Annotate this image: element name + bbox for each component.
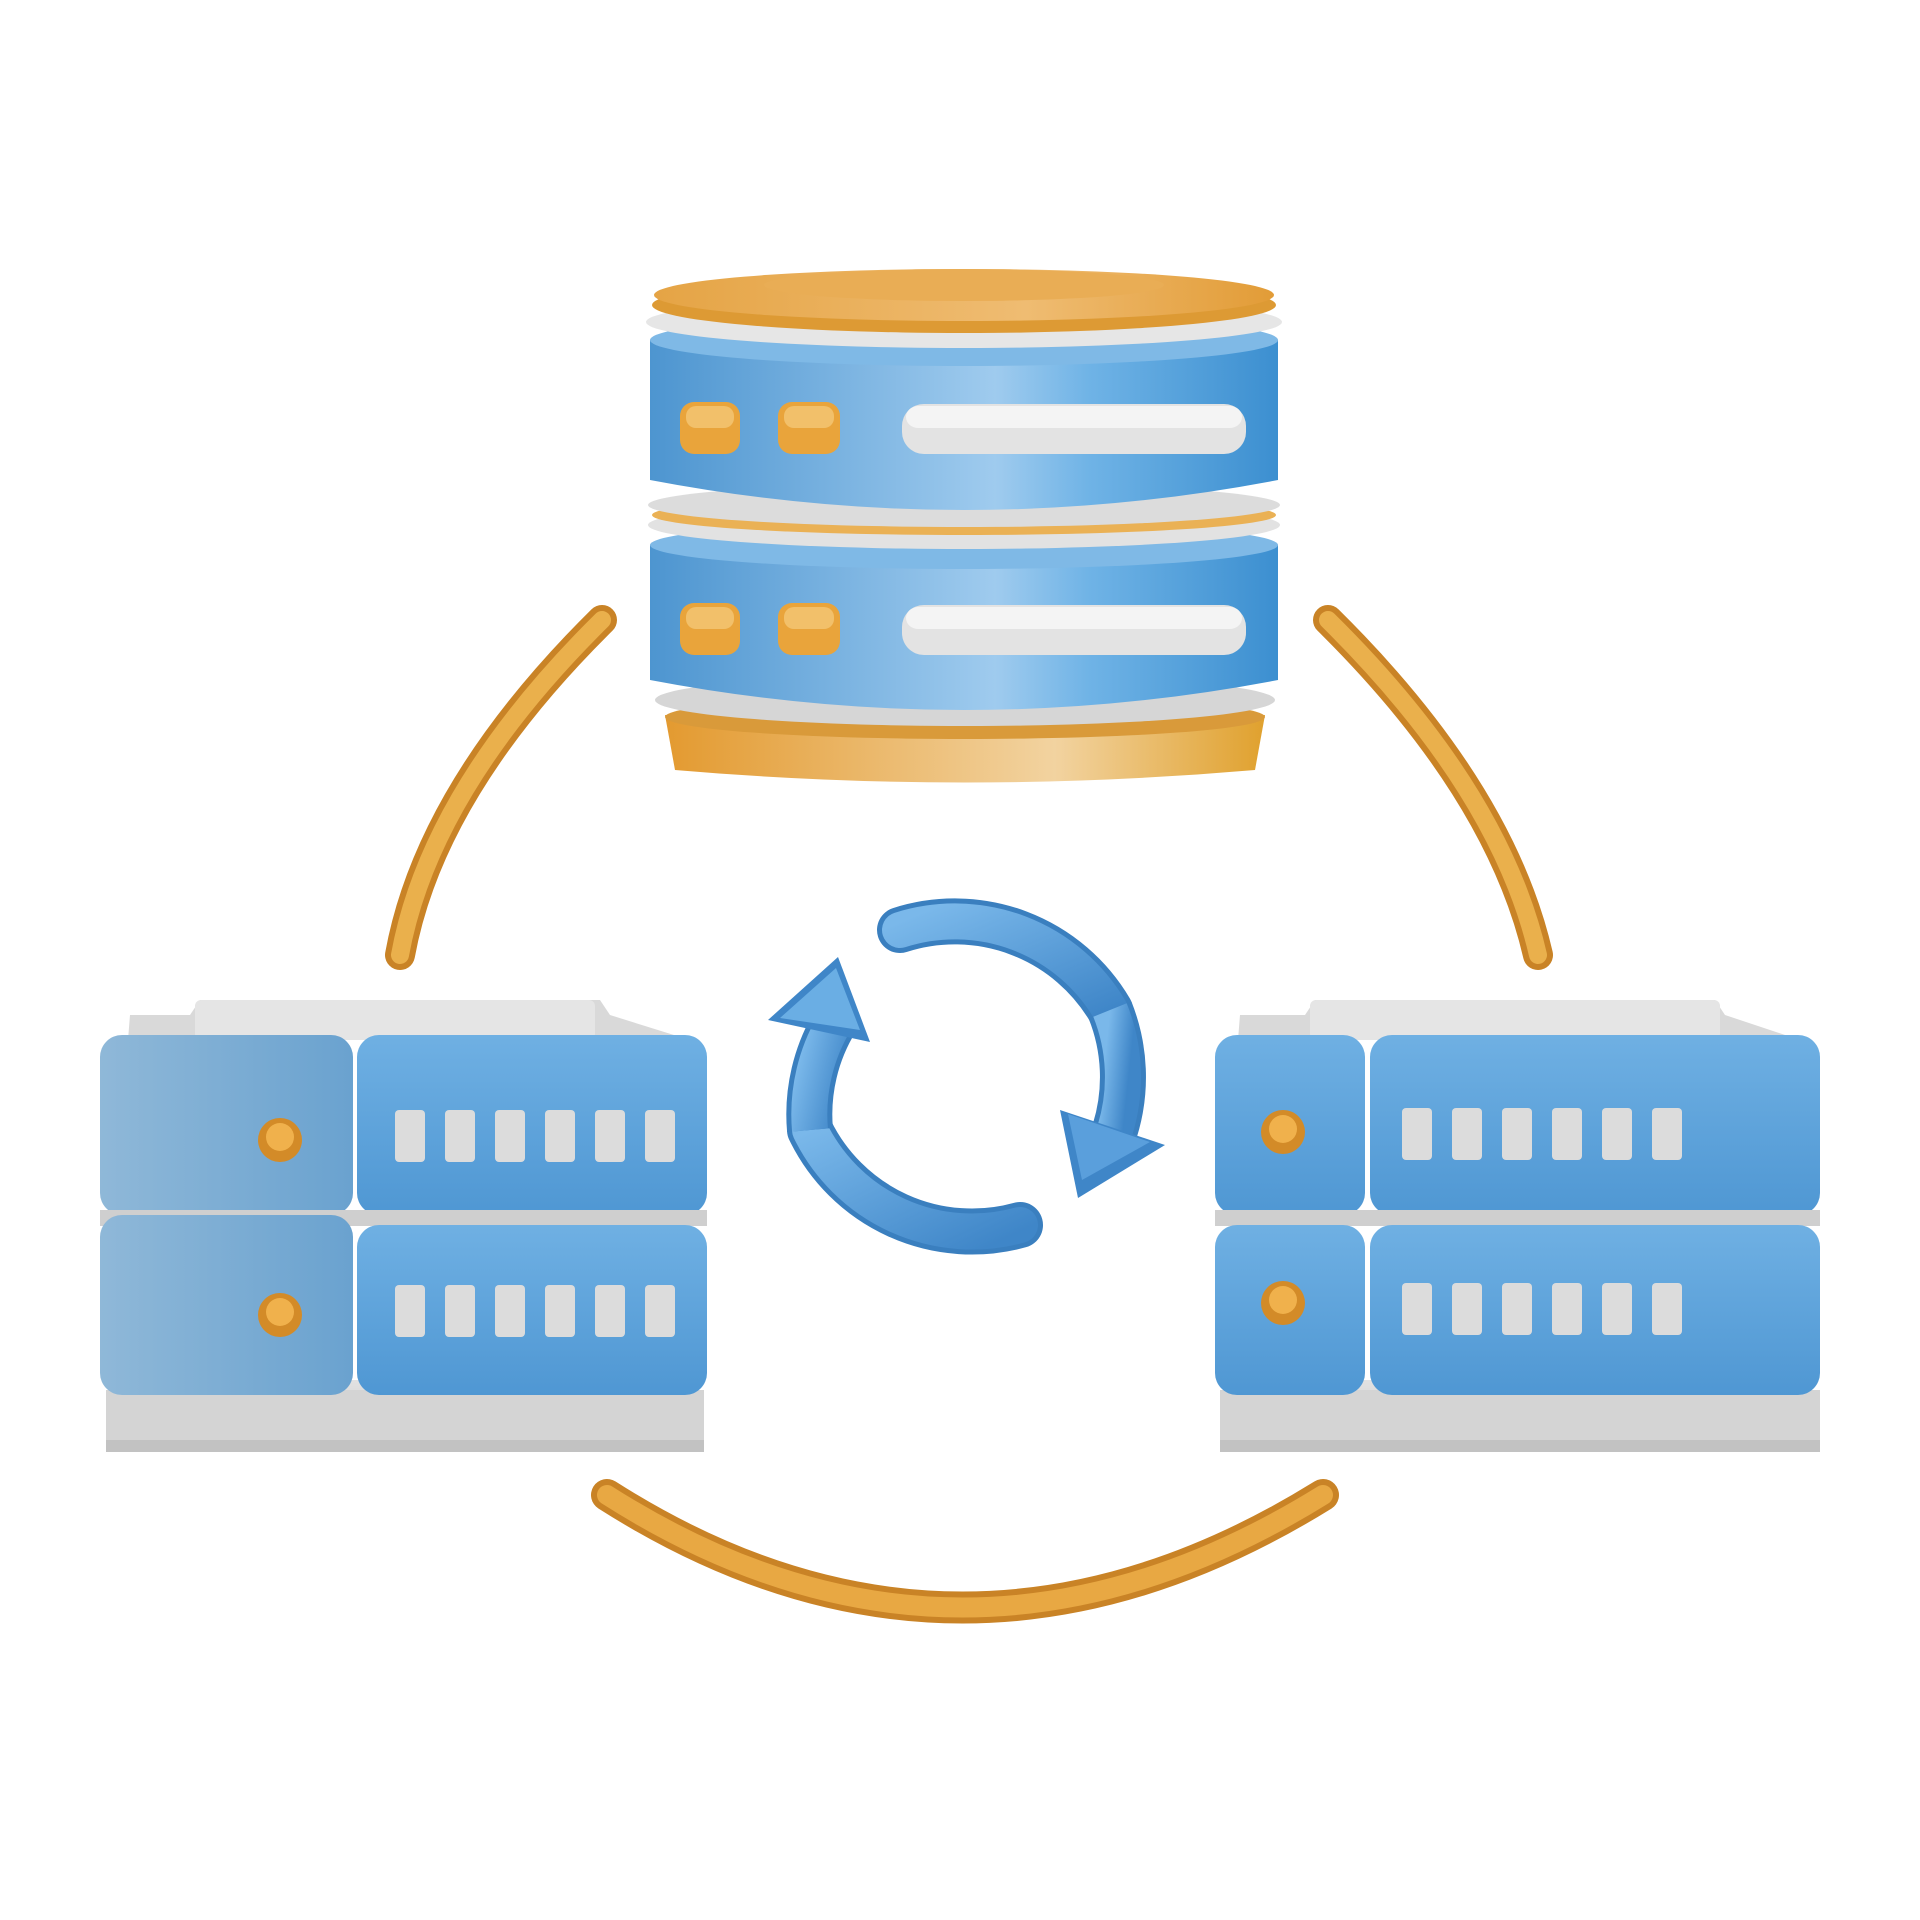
sync-arrows-icon bbox=[768, 898, 1165, 1255]
server-rack-left-icon bbox=[100, 1000, 707, 1452]
drive-slots-lower bbox=[1402, 1283, 1682, 1335]
drive-slots-upper bbox=[395, 1110, 675, 1162]
cable-right-icon bbox=[1313, 605, 1553, 970]
drive-slots-lower bbox=[395, 1285, 675, 1337]
server-rack-right-icon bbox=[1215, 1000, 1820, 1452]
connection-cables bbox=[385, 605, 1553, 1624]
database-icon bbox=[646, 269, 1282, 783]
drive-slots-upper bbox=[1402, 1108, 1682, 1160]
cable-left-icon bbox=[385, 605, 617, 970]
